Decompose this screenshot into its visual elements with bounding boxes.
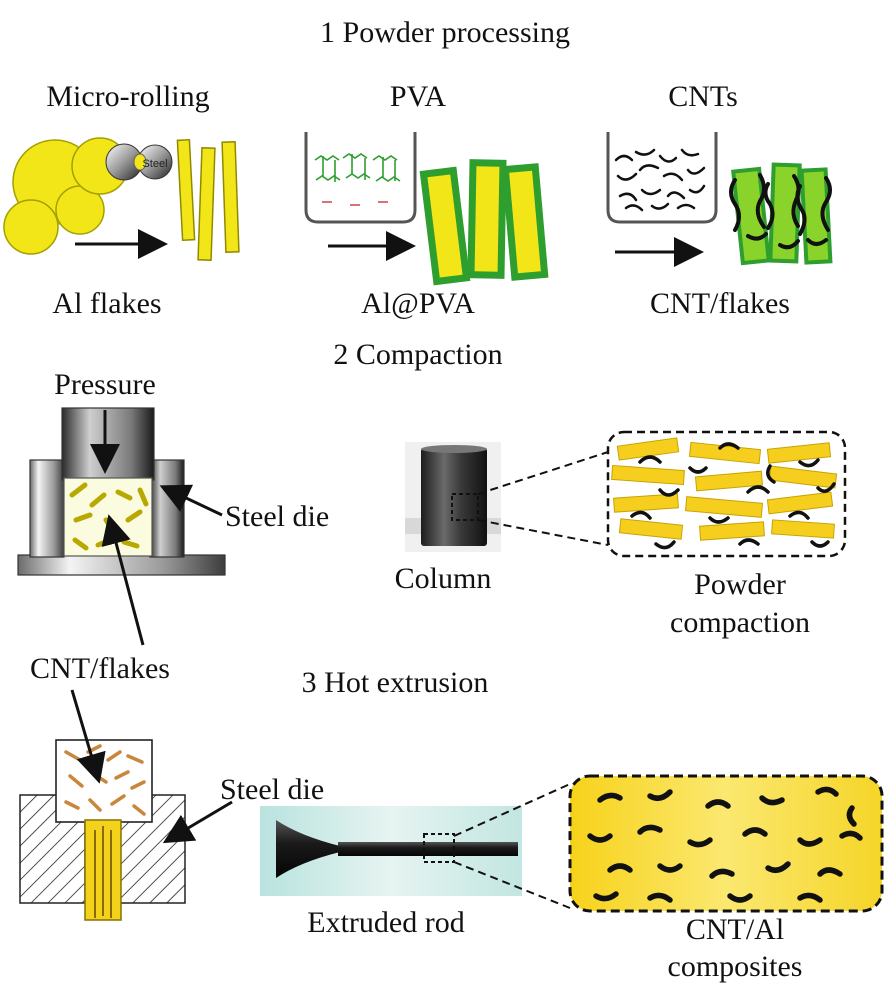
cnt-beaker-icon <box>606 132 718 224</box>
steel-balls-icon: Steel <box>105 143 173 181</box>
extrusion-die-icon <box>19 739 186 921</box>
label-composites: composites <box>667 950 803 983</box>
al-flakes-icon <box>176 138 240 261</box>
column-photo <box>405 442 501 552</box>
compaction-die-icon <box>17 407 226 576</box>
label-cnt-flakes-step2: CNT/flakes <box>30 652 170 685</box>
steel-ball-label: Steel <box>142 158 167 170</box>
leader-cnt-flakes-compaction <box>101 514 145 646</box>
label-pva: PVA <box>389 80 447 113</box>
cnt-flakes-icon <box>729 162 833 266</box>
pva-beaker-icon <box>304 132 417 224</box>
al-pva-flakes-icon <box>419 159 549 286</box>
zoom-lines-compaction <box>477 451 609 546</box>
label-cnts: CNTs <box>668 80 738 113</box>
label-cnt-al: CNT/Al <box>685 913 785 946</box>
label-al-pva: Al@PVA <box>361 287 475 320</box>
label-micro-rolling: Micro-rolling <box>46 80 210 113</box>
leader-steel-die-compaction <box>159 484 223 517</box>
label-pressure: Pressure <box>54 368 156 401</box>
powder-compaction-zoom <box>606 430 847 558</box>
zoom-lines-extrusion <box>453 783 571 909</box>
label-extruded-rod: Extruded rod <box>307 906 465 939</box>
leader-steel-die-extrusion <box>162 800 233 844</box>
al-powder-spheres <box>3 137 129 255</box>
label-compaction: compaction <box>670 606 810 639</box>
section-title-powder-processing: 1 Powder processing <box>320 16 570 49</box>
label-cnt-flakes-step1: CNT/flakes <box>650 287 790 320</box>
label-steel-die-extrusion: Steel die <box>220 773 325 806</box>
leader-cnt-flakes-extrusion <box>70 689 106 784</box>
label-column: Column <box>394 562 492 595</box>
section-title-compaction: 2 Compaction <box>333 338 503 371</box>
label-powder: Powder <box>694 568 786 601</box>
cnt-al-composite-zoom <box>568 774 884 913</box>
section-title-hot-extrusion: 3 Hot extrusion <box>301 666 489 699</box>
extruded-rod-photo <box>260 806 522 896</box>
label-steel-die-compaction: Steel die <box>225 500 330 533</box>
label-al-flakes: Al flakes <box>52 287 162 320</box>
